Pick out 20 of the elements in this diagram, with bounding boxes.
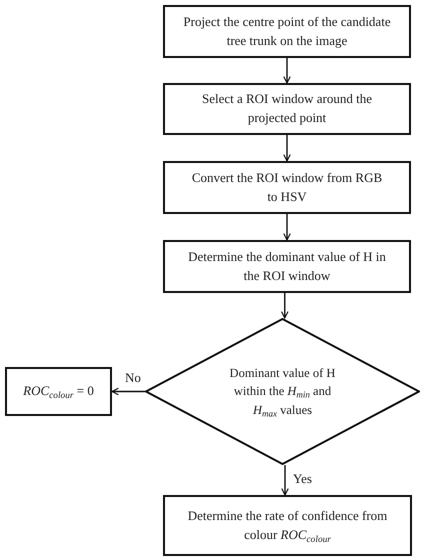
decision-diamond <box>145 318 420 465</box>
process-box <box>163 5 411 58</box>
node-text: Determine the rate of confidence from colour ROC$_{colour}$ <box>186 506 388 544</box>
process-box <box>163 495 412 556</box>
process-box <box>163 161 411 214</box>
arrow <box>283 58 291 84</box>
node-text: Select a ROI window around the projected point <box>200 90 374 127</box>
node-text: Determine the dominant value of H in the ROI window <box>187 248 387 284</box>
node-text: Dominant value of H within the H$_{min}$ and H$_{max}$ values <box>228 365 336 419</box>
process-box <box>5 367 112 416</box>
node-text: Convert the ROI window from RGB to HSV <box>190 168 384 206</box>
node-text: Project the centre point of the candidate tree trunk on the image <box>182 12 392 50</box>
arrow <box>281 465 289 496</box>
process-box <box>163 83 411 135</box>
arrow <box>281 293 288 319</box>
arrow <box>283 214 291 241</box>
arrow <box>283 135 291 162</box>
process-box <box>163 240 411 293</box>
arrow <box>111 388 145 396</box>
node-text: ROC$_{colour}$ = 0 <box>22 382 95 401</box>
